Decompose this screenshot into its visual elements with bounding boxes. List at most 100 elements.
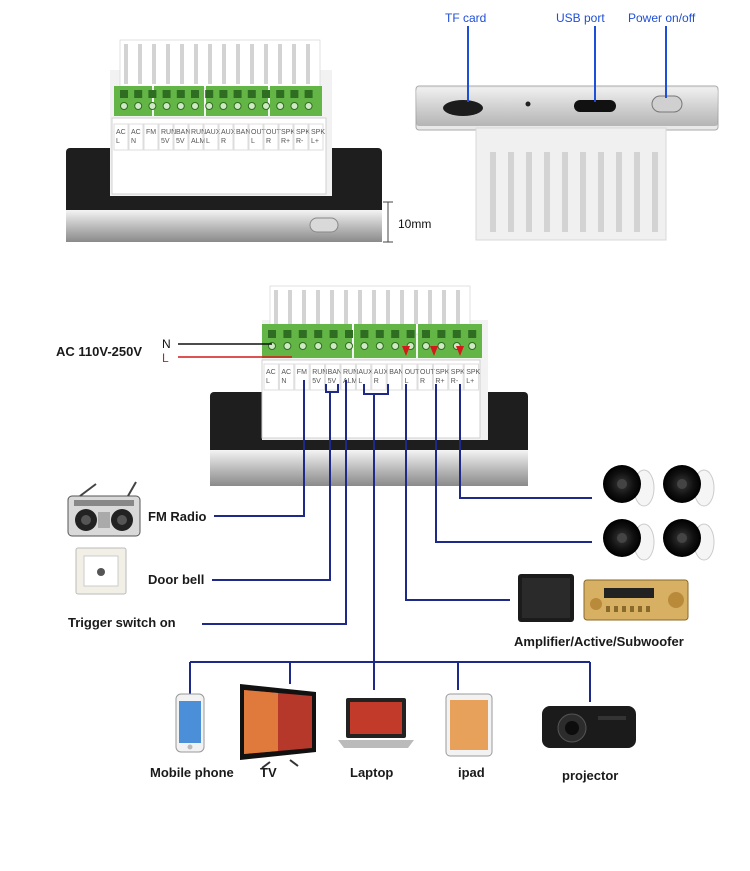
terminal-label-cell: [218, 123, 234, 151]
terminal-screw-head: [233, 102, 242, 110]
terminal-screw-head: [134, 102, 143, 110]
terminal-label: L+: [311, 138, 319, 145]
terminal-label: R-: [451, 378, 459, 385]
terminal-screw: [176, 90, 185, 98]
vent-fin: [306, 44, 310, 84]
terminal-label: L: [116, 138, 120, 145]
power-label: AC 110V-250V: [56, 344, 142, 359]
terminal-screw: [360, 330, 369, 338]
terminal-label: SPK: [296, 129, 310, 136]
vent-fin: [180, 44, 184, 84]
amplifier-label: Amplifier/Active/Subwoofer: [514, 634, 684, 649]
terminal-label-cell: [278, 363, 295, 391]
terminal-label-cell: [263, 123, 279, 151]
terminal-screw: [247, 90, 256, 98]
terminal-label-cell: [158, 123, 174, 151]
terminal-screw-head: [176, 102, 185, 110]
terminal-screw: [406, 330, 415, 338]
terminal-screw: [422, 330, 430, 338]
terminal-label-cell: [173, 123, 189, 151]
terminal-label-cell: [188, 123, 204, 151]
terminal-label-cell: [402, 363, 418, 391]
terminal-screw: [437, 330, 446, 338]
vent-fin: [358, 290, 362, 324]
vent-fin: [400, 290, 404, 324]
ipad-icon: [445, 693, 493, 757]
terminal-label: R-: [296, 138, 304, 145]
vent-fin: [526, 152, 532, 232]
terminal-screw-head: [437, 342, 446, 350]
vent-fin: [580, 152, 586, 232]
terminal-label: 5V: [176, 138, 185, 145]
terminal-screw: [290, 90, 299, 98]
terminal-screw: [262, 90, 270, 98]
terminal-screw-head: [375, 342, 384, 350]
terminal-label: AC: [281, 369, 291, 376]
vent-fin: [616, 152, 622, 232]
vent-fin: [330, 290, 334, 324]
terminal-label: R: [420, 378, 425, 385]
terminal-label-cell: [203, 123, 219, 151]
vent-fin: [562, 152, 568, 232]
terminal-screw: [375, 330, 384, 338]
terminal-screw-head: [219, 102, 228, 110]
terminal-screw-head: [304, 102, 313, 110]
terminal-label: ALM: [191, 138, 206, 145]
terminal-label-cell: [128, 123, 144, 151]
vent-fin: [166, 44, 170, 84]
terminal-label: SPK: [451, 369, 465, 376]
terminal-label-cell: [293, 123, 309, 151]
vent-fin: [152, 44, 156, 84]
vent-fin: [274, 290, 278, 324]
fm-radio-icon: [67, 481, 141, 537]
laptop-icon: [338, 698, 414, 748]
terminal-label: BAN: [236, 129, 250, 136]
vent-fin: [386, 290, 390, 324]
terminal-screw: [298, 330, 307, 338]
terminal-label-cell: [371, 363, 387, 391]
terminal-label-cell: [325, 363, 341, 391]
vent-fin: [652, 152, 658, 232]
terminal-label: AUX: [374, 369, 389, 376]
ipad-label: ipad: [458, 765, 485, 780]
vent-fin: [634, 152, 640, 232]
terminal-screw-head: [345, 342, 353, 350]
terminal-screw-head: [391, 342, 400, 350]
live-label: L: [162, 351, 169, 365]
terminal-label-cell: [432, 363, 449, 391]
terminal-label: SPK: [281, 129, 295, 136]
vent-fin: [208, 44, 212, 84]
terminal-label-cell: [278, 123, 294, 151]
mobile-label: Mobile phone: [150, 765, 234, 780]
thickness-label: 10mm: [398, 217, 431, 231]
terminal-label: BAN: [328, 369, 342, 376]
terminal-label: RUN: [191, 129, 206, 136]
vent-fin: [598, 152, 604, 232]
panel-side-view: TF card USB port Power on/off: [415, 11, 719, 241]
vent-fin: [428, 290, 432, 324]
subwoofer-icon: [518, 574, 574, 622]
terminal-label-cell: [248, 123, 264, 151]
terminal-label: L: [251, 138, 255, 145]
terminal-screw-head: [329, 342, 338, 350]
vent-fin: [278, 44, 282, 84]
terminal-screw-head: [162, 102, 171, 110]
usb-port: [574, 100, 616, 112]
terminal-label-cell: [113, 123, 129, 151]
terminal-label: R: [266, 138, 271, 145]
terminal-label: SPK: [466, 369, 480, 376]
terminal-screw-head: [314, 342, 323, 350]
terminal-screw: [134, 90, 143, 98]
terminal-label: R+: [435, 378, 444, 385]
terminal-label: L: [206, 138, 210, 145]
trigger-label: Trigger switch on: [68, 615, 176, 630]
vent-fin: [508, 152, 514, 232]
terminal-screw-head: [262, 102, 270, 110]
terminal-label: ALM: [343, 378, 358, 385]
terminal-label: 5V: [328, 378, 337, 385]
terminal-label-cell: [448, 363, 464, 391]
terminal-label-cell: [463, 363, 480, 391]
door-bell-icon: [75, 547, 127, 595]
